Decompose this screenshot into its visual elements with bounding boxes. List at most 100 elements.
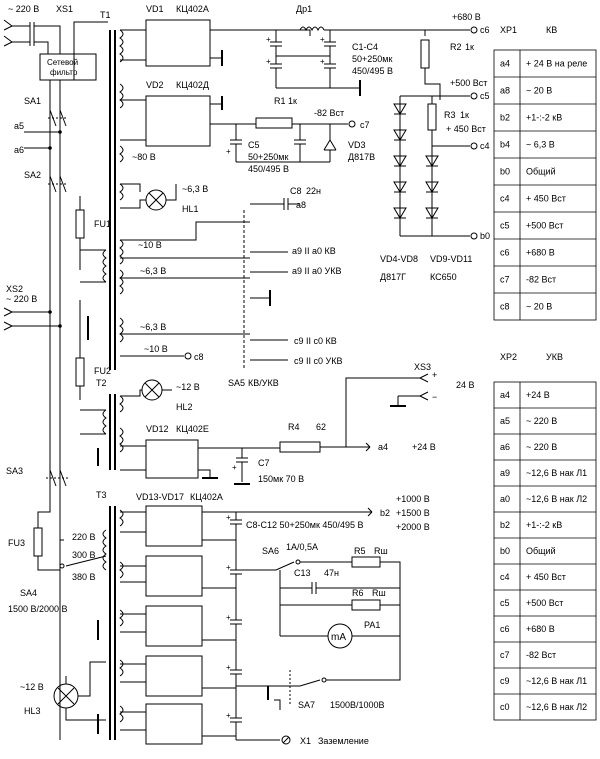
xp1-pin: b0 (500, 167, 510, 177)
xp2-title: XP2 (500, 352, 517, 362)
xp2-signal: + 450 Вст (526, 572, 566, 582)
vd12-label: VD12 (146, 424, 169, 434)
ac80-label: ~80 В (132, 152, 156, 162)
xp2-table-frame (493, 381, 597, 721)
tap300-label: 300 В (72, 550, 96, 560)
ac63-hl1-label: ~6,3 В (182, 184, 208, 194)
c7cap-value: 150мк 70 В (258, 474, 304, 484)
xs3-voltage: 24 В (456, 380, 475, 390)
vd13vd17-label: VD13-VD17 (136, 492, 184, 502)
xp1-pin: c8 (500, 302, 510, 312)
hl3-label: HL3 (24, 706, 41, 716)
c5-plus: + (226, 147, 231, 156)
r4-value: 62 (316, 422, 326, 432)
xp2-pin: b2 (500, 520, 510, 530)
vd12-type: КЦ402Е (176, 424, 209, 434)
xs3-minus: − (432, 392, 437, 402)
xp2-pin: c7 (500, 650, 510, 660)
sa5-label: SA5 (228, 378, 245, 388)
sa2-label: SA2 (24, 170, 41, 180)
c7-node: c7 (360, 120, 370, 130)
sa7-mode: 1500В/1000В (330, 700, 385, 710)
xp2-pin: b0 (500, 546, 510, 556)
vd13vd17-type: КЦ402А (190, 492, 223, 502)
xp2-band: УКВ (546, 352, 563, 362)
xp2-signal: ~ 220 В (526, 442, 557, 452)
xp1-signal: Общий (526, 167, 556, 177)
c1-plus: + (266, 35, 271, 44)
xp1-signal: ~ 20 В (526, 86, 552, 96)
ac63a-label: ~6,3 В (140, 266, 166, 276)
c1c4-value: 50+250мк (352, 54, 392, 64)
xp2-signal: +1-:-2 кВ (526, 520, 562, 530)
xp1-pin: c4 (500, 194, 510, 204)
xp2-signal: Общий (526, 546, 556, 556)
tap380-label: 380 В (72, 572, 96, 582)
plus680-label: +680 В (452, 12, 481, 22)
r1-label: R1 (274, 96, 286, 106)
xp2-signal: ~12,6 В нак Л1 (526, 468, 587, 478)
switch-sa1: SA1 a5 a6 (14, 96, 68, 155)
sa4-label: SA4 (20, 588, 37, 598)
a9a0ukv-label: a9 II a0 УКВ (292, 266, 342, 276)
xp2-signal: +24 В (526, 390, 550, 400)
rectifier-vd12: VD12 КЦ402Е R4 62 a4 +24 В + C7 150мк 70… (120, 377, 436, 485)
vd3-label: VD3 (348, 140, 366, 150)
c1c4-voltage: 450/495 В (352, 66, 393, 76)
transformer-t3: T3 220 В 300 В 380 В SA4 1500 В/2000 В (8, 490, 124, 740)
ac10a-label: ~10 В (138, 240, 162, 250)
b2-node: b2 (380, 508, 390, 518)
fu2-label: FU2 (94, 366, 111, 376)
sa6-label: SA6 (262, 546, 279, 556)
plus1000-label: +1000 В (396, 494, 430, 504)
xp1-signal: +680 В (526, 248, 555, 258)
xp2-pin: c4 (500, 572, 510, 582)
hv-rectifiers: VD13-VD17 КЦ402А b2 +1000 В +1500 В +200… (120, 492, 430, 746)
filter-label-2: фильтр (50, 68, 78, 77)
hl1-label: HL1 (182, 204, 199, 214)
c8cap-label: C8 (290, 186, 302, 196)
r5-value: Rш (374, 546, 388, 556)
plus500-label: +500 Вст (450, 78, 487, 88)
xp1-signal: ~ 20 В (526, 302, 552, 312)
xp1-pin: c6 (500, 248, 510, 258)
xp2-pin: c6 (500, 624, 510, 634)
ma-label: mA (331, 632, 346, 643)
xp2-pin: a4 (500, 390, 510, 400)
xs1-plug-2 (3, 35, 30, 47)
t1-secondaries: ~80 В ~6,3 В HL1 C8 22н a8 ~10 В a9 II a… (120, 152, 342, 388)
c6-node: c6 (480, 25, 490, 35)
vd2-label: VD2 (146, 80, 164, 90)
vd3-type: Д817В (348, 152, 375, 162)
xp2-signal: -82 Вст (526, 650, 556, 660)
plus1500-label: +1500 В (396, 508, 430, 518)
sa1-label: SA1 (24, 96, 41, 106)
vd4vd8-label: VD4-VD8 (380, 254, 418, 264)
pa1-label: PA1 (364, 620, 380, 630)
dr1-label: Др1 (296, 4, 312, 14)
c9-plus: + (226, 563, 231, 572)
xp1-signal: +1-:-2 кВ (526, 113, 562, 123)
mains-voltage-label: ~ 220 В (8, 4, 39, 14)
xp2-pin: c9 (500, 676, 510, 686)
c12-plus: + (226, 711, 231, 720)
xp1-signal: +500 Вст (526, 221, 563, 231)
x1-label: X1 (300, 736, 311, 746)
sa3-label: SA3 (6, 466, 23, 476)
xs1-label: XS1 (56, 4, 73, 14)
rectifier-vd1: VD1 КЦ402А Др1 + + + + C1-C4 50+250мк 45… (120, 4, 490, 100)
t1-label: T1 (100, 10, 111, 20)
c2-plus: + (266, 57, 271, 66)
xs3-label: XS3 (414, 362, 431, 372)
fuse-fu1: FU1 (75, 196, 111, 270)
xp1-signal: + 24 В на реле (526, 59, 587, 69)
a4-node: a4 (378, 442, 388, 452)
t3-label: T3 (96, 490, 107, 500)
xp2-connector-table: XP2 УКВ a4+24 Вa5~ 220 Вa6~ 220 Вa9~12,6… (493, 352, 597, 721)
r1-value: 1к (288, 96, 297, 106)
c5-label: C5 (248, 140, 260, 150)
c8-plus: + (226, 513, 231, 522)
xs3-connector: XS3 + − 24 В (390, 362, 475, 407)
xp1-band: КВ (546, 25, 557, 35)
